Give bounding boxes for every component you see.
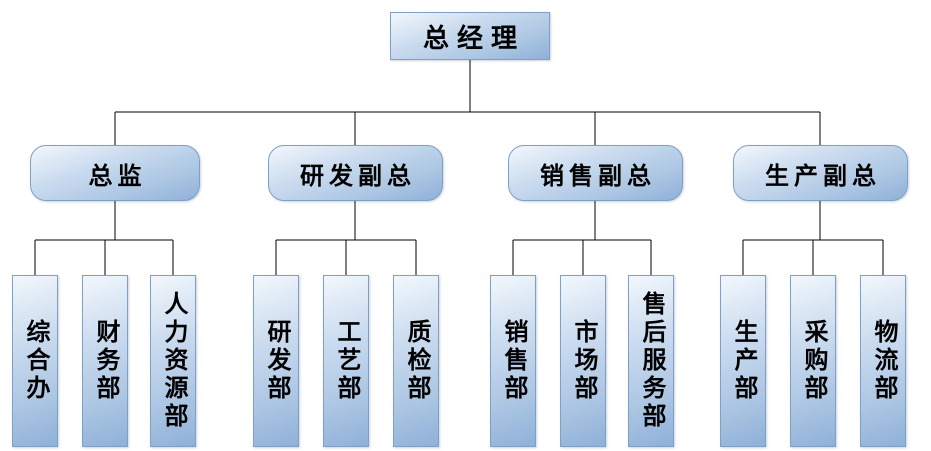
org-node-purchasing-dept: 采购部 xyxy=(790,275,836,447)
org-node-marketing-dept: 市场部 xyxy=(560,275,606,447)
org-node-process-dept: 工艺部 xyxy=(323,275,369,447)
org-node-production-dept: 生产部 xyxy=(720,275,766,447)
org-node-after-sales-dept: 售后服务部 xyxy=(628,275,674,447)
org-node-rd-vp: 研发副总 xyxy=(268,145,443,201)
org-node-qc-dept: 质检部 xyxy=(393,275,439,447)
org-node-general-manager: 总经理 xyxy=(390,12,550,60)
org-node-sales-vp: 销售副总 xyxy=(508,145,683,201)
org-node-general-office: 综合办 xyxy=(12,275,58,447)
org-node-sales-dept: 销售部 xyxy=(490,275,536,447)
org-node-finance-dept: 财务部 xyxy=(82,275,128,447)
org-node-hr-dept: 人力资源部 xyxy=(150,275,196,447)
org-node-rd-dept: 研发部 xyxy=(253,275,299,447)
org-node-logistics-dept: 物流部 xyxy=(860,275,906,447)
org-node-director: 总监 xyxy=(30,145,200,201)
org-node-production-vp: 生产副总 xyxy=(733,145,908,201)
